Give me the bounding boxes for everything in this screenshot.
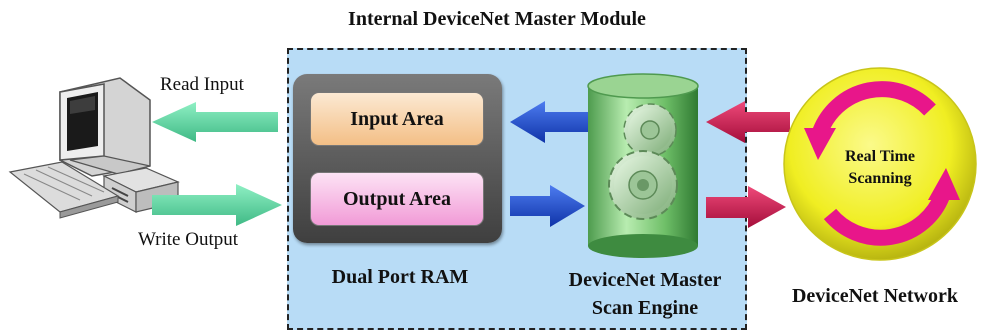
- dual-port-ram-label: Dual Port RAM: [331, 266, 469, 288]
- output-area: Output Area: [310, 172, 484, 226]
- dual-port-ram-block: Input Area Output Area: [293, 74, 502, 243]
- real-time-scanning-label: Real Time Scanning: [810, 146, 950, 190]
- devicenet-network-label: DeviceNet Network: [791, 285, 959, 307]
- diagram-title: Internal DeviceNet Master Module: [348, 8, 646, 30]
- scan-engine-label-line1: DeviceNet Master: [568, 269, 722, 291]
- input-area: Input Area: [310, 92, 484, 146]
- write-output-label: Write Output: [138, 229, 239, 250]
- scan-engine-label: DeviceNet Master Scan Engine: [545, 266, 745, 322]
- read-input-label: Read Input: [160, 74, 244, 95]
- real-time-label-line2: Scanning: [848, 170, 912, 187]
- scan-engine-label-line2: Scan Engine: [591, 297, 699, 319]
- real-time-label-line1: Real Time: [844, 148, 916, 165]
